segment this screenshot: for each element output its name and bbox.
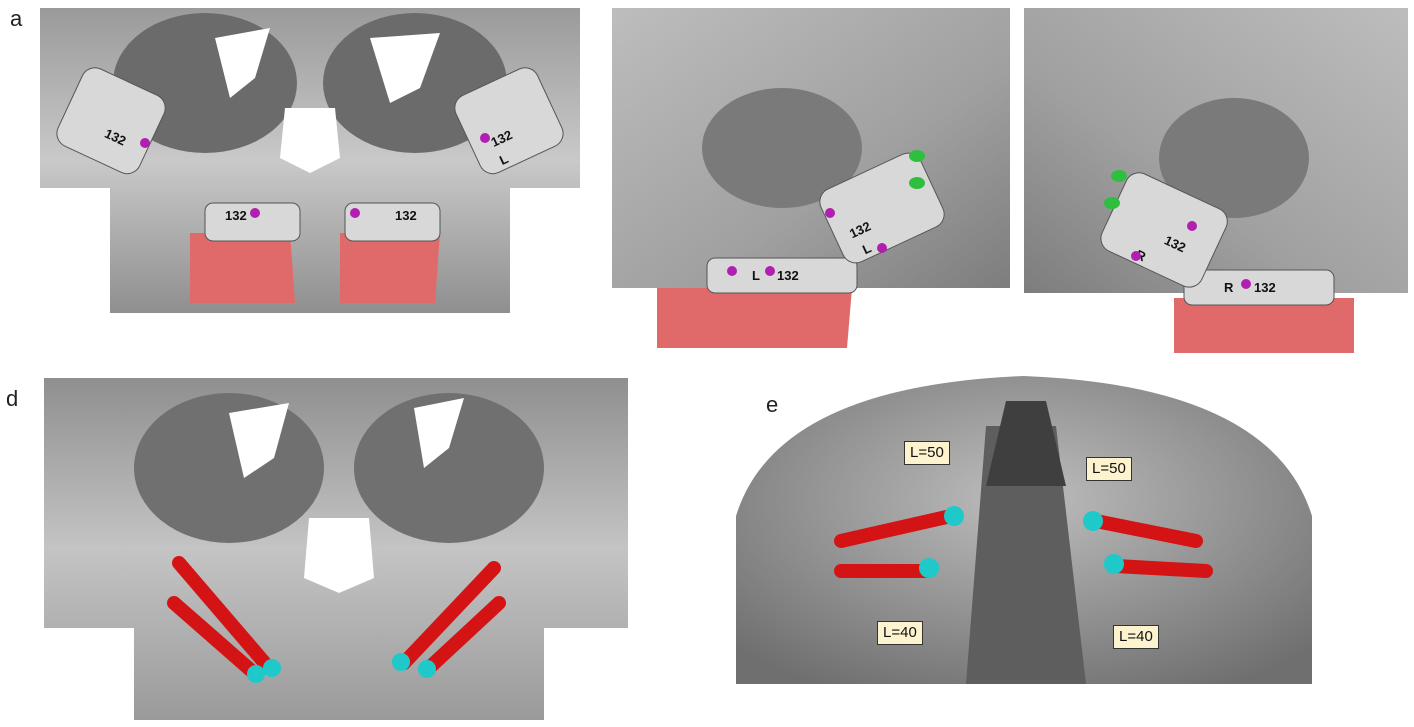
implant-length-label-lower-left: L=40	[877, 621, 923, 645]
nasal-aperture	[304, 518, 374, 593]
guide-hole	[1241, 279, 1251, 289]
guide-hole	[480, 133, 490, 143]
panel-b-oblique-left-image: L 132 132 L	[612, 8, 1010, 353]
skull-frontal-implants-illustration	[44, 378, 628, 720]
orbit-defect-left	[215, 28, 270, 98]
teeth-left	[190, 233, 295, 303]
panel-letter-a: a	[10, 6, 23, 31]
guide-hole	[727, 266, 737, 276]
nasal-septum	[986, 401, 1066, 486]
panel-d-frontal-implants-image	[44, 378, 628, 720]
orbit	[1159, 98, 1309, 218]
skull-oblique-right-illustration: R 132 132 R	[1024, 8, 1408, 358]
nasal-aperture	[280, 108, 340, 173]
zygomatic-implant	[172, 556, 276, 675]
sleeve-ring	[1104, 197, 1120, 209]
right-orbit	[354, 393, 544, 543]
zygomatic-implant	[1109, 559, 1213, 578]
implant-head	[919, 558, 939, 578]
plate-number-left: 132	[225, 208, 247, 223]
guide-hole	[250, 208, 260, 218]
plate-side-mark: L	[752, 268, 760, 283]
implant-head	[247, 665, 265, 683]
left-orbit	[134, 393, 324, 543]
implant-length-label-upper-left: L=50	[904, 441, 950, 465]
panel-a-frontal-guides-image: 132 132 132 132 L	[40, 8, 580, 313]
guide-hole	[350, 208, 360, 218]
skull-oblique-left-illustration: L 132 132 L	[612, 8, 1010, 353]
orbit-defect-right	[370, 33, 440, 103]
implant-length-label-upper-right: L=50	[1086, 457, 1132, 481]
sleeve-ring	[909, 150, 925, 162]
skull-inferior-implants-illustration	[736, 376, 1312, 684]
guide-hole	[877, 243, 887, 253]
teeth	[657, 288, 852, 348]
panel-e-inferior-implants-image	[736, 376, 1312, 684]
guide-hole	[765, 266, 775, 276]
sleeve-ring	[1111, 170, 1127, 182]
zygomatic-implant	[1089, 514, 1203, 548]
implant-head	[392, 653, 410, 671]
guide-hole	[825, 208, 835, 218]
palate	[966, 426, 1086, 684]
zygomatic-implant	[397, 561, 501, 670]
zygomatic-guide-right: 132 L	[454, 67, 564, 175]
teeth-right	[340, 233, 440, 303]
orbit-defect-left	[229, 403, 289, 478]
zygomatic-implant	[167, 596, 261, 680]
panel-letter-d: d	[6, 386, 19, 411]
dental-plate	[1183, 269, 1335, 306]
implant-head	[1083, 511, 1103, 531]
teeth	[1174, 298, 1354, 353]
implant-length-label-lower-right: L=40	[1113, 625, 1159, 649]
guide-hole	[1131, 251, 1141, 261]
zygomatic-guide-left: 132	[56, 67, 166, 175]
orbit-defect-right	[414, 398, 464, 468]
sleeve-ring	[909, 177, 925, 189]
zygomatic-implant	[422, 596, 506, 675]
implant-head	[263, 659, 281, 677]
dental-plate	[706, 257, 858, 294]
zygomatic-implant	[834, 509, 958, 548]
skull-frontal-guides-illustration: 132 132 132 132 L	[40, 8, 580, 313]
orbit	[702, 88, 862, 208]
implant-head	[418, 660, 436, 678]
panel-c-oblique-right-image: R 132 132 R	[1024, 8, 1408, 358]
dental-plate-left	[204, 202, 301, 242]
plate-number: 132	[1254, 280, 1276, 295]
plate-number-right: 132	[395, 208, 417, 223]
dental-plate-right	[344, 202, 441, 242]
panel-letter-e: e	[766, 392, 779, 417]
plate-number: 132	[777, 268, 799, 283]
guide-hole	[140, 138, 150, 148]
implant-head	[1104, 554, 1124, 574]
implant-head	[944, 506, 964, 526]
guide-hole	[1187, 221, 1197, 231]
plate-side-mark: R	[1224, 280, 1234, 295]
